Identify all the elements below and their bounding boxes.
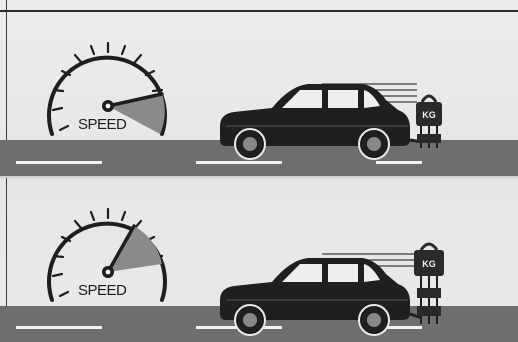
weight-icon: KG xyxy=(416,96,442,126)
weight-label: KG xyxy=(422,110,436,120)
lane-mark xyxy=(16,326,102,329)
gauge-label: SPEED xyxy=(78,282,126,299)
weight-label: KG xyxy=(422,259,436,269)
weight-icon: KG xyxy=(414,244,444,276)
panel-heavy-load: SPEED KG xyxy=(0,178,518,342)
gauge-label: SPEED xyxy=(78,116,126,133)
car-icon: KG xyxy=(212,64,452,164)
car-icon: KG xyxy=(212,242,452,342)
lane-mark xyxy=(16,161,102,164)
panel-light-load: SPEED KG xyxy=(0,12,518,176)
